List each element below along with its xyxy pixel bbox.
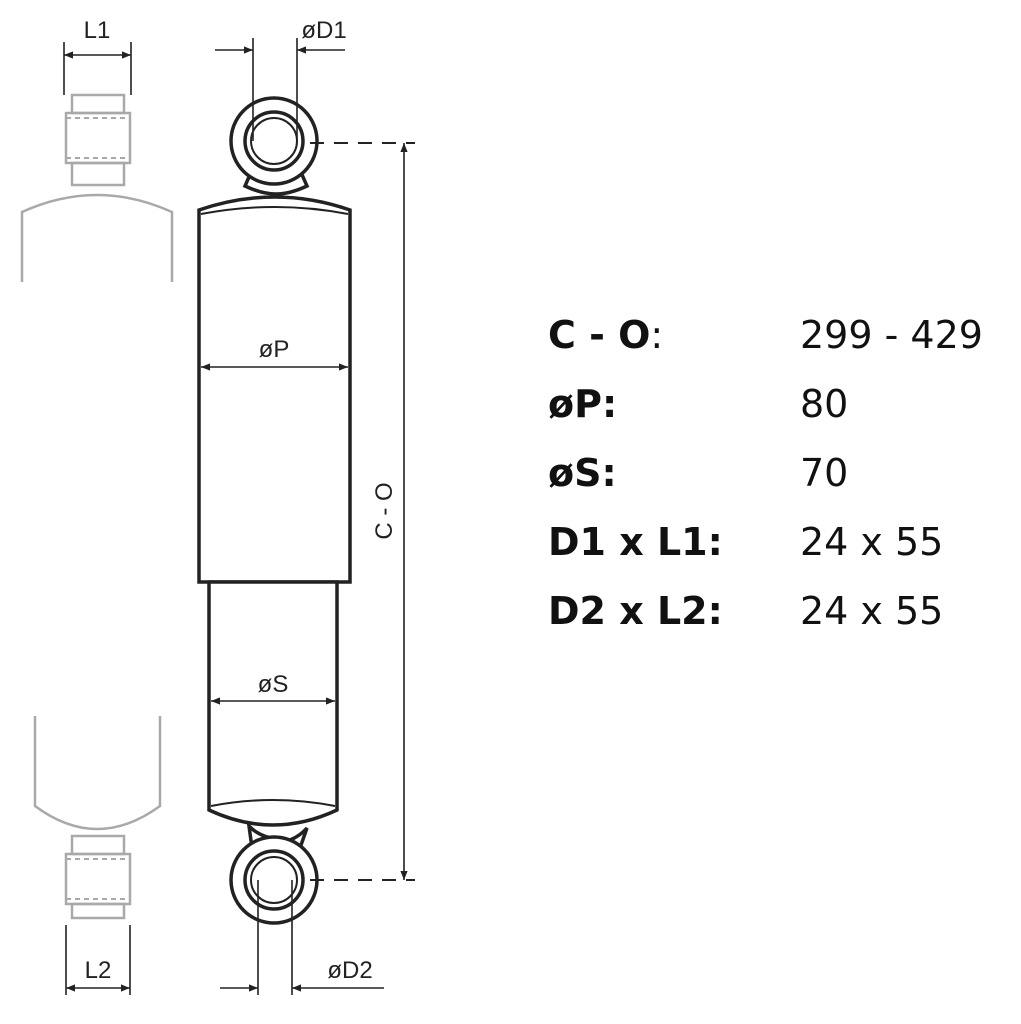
spec-row-s: øS: 70 [548,438,983,507]
co-dimension: C - O [310,142,415,881]
bottom-bushing-side-view [33,716,162,920]
spec-value: 24 x 55 [800,519,944,564]
cylinder-top-edge [200,206,349,215]
s-dimension: øS [211,671,335,705]
d1-dimension: øD1 [215,17,347,141]
spec-key: øS: [548,450,617,495]
spec-row-d1-l1: D1 x L1: 24 x 55 [548,507,983,576]
spec-value: 70 [800,450,849,495]
rod-bottom-edge [210,799,336,807]
spec-value: 80 [800,381,849,426]
top-eye [229,96,319,196]
p-dimension: øP [201,336,348,371]
d1-label: øD1 [301,17,346,44]
top-bushing-side-view [20,93,174,282]
spec-row-p: øP: 80 [548,369,983,438]
spec-key: C - O: [548,312,664,357]
spec-key: øP: [548,381,618,426]
d2-dimension: øD2 [220,880,384,995]
co-label: C - O [371,482,398,539]
bottom-eye [229,820,319,925]
specification-table: C - O: 299 - 429 øP: 80 øS: 70 D1 x L1: … [548,300,983,645]
l2-label: L2 [85,957,112,984]
rod-section [207,580,339,827]
spec-key: D2 x L2: [548,588,723,633]
l1-dimension: L1 [63,17,132,95]
l2-dimension: L2 [65,925,131,995]
spec-row-co: C - O: 299 - 429 [548,300,983,369]
spec-row-d2-l2: D2 x L2: 24 x 55 [548,576,983,645]
s-label: øS [258,671,289,698]
l1-label: L1 [84,17,111,44]
d2-label: øD2 [327,957,372,984]
spec-value: 299 - 429 [800,312,983,357]
p-label: øP [259,336,290,363]
cylinder-body [197,195,352,584]
spec-value: 24 x 55 [800,588,944,633]
spec-key: D1 x L1: [548,519,723,564]
